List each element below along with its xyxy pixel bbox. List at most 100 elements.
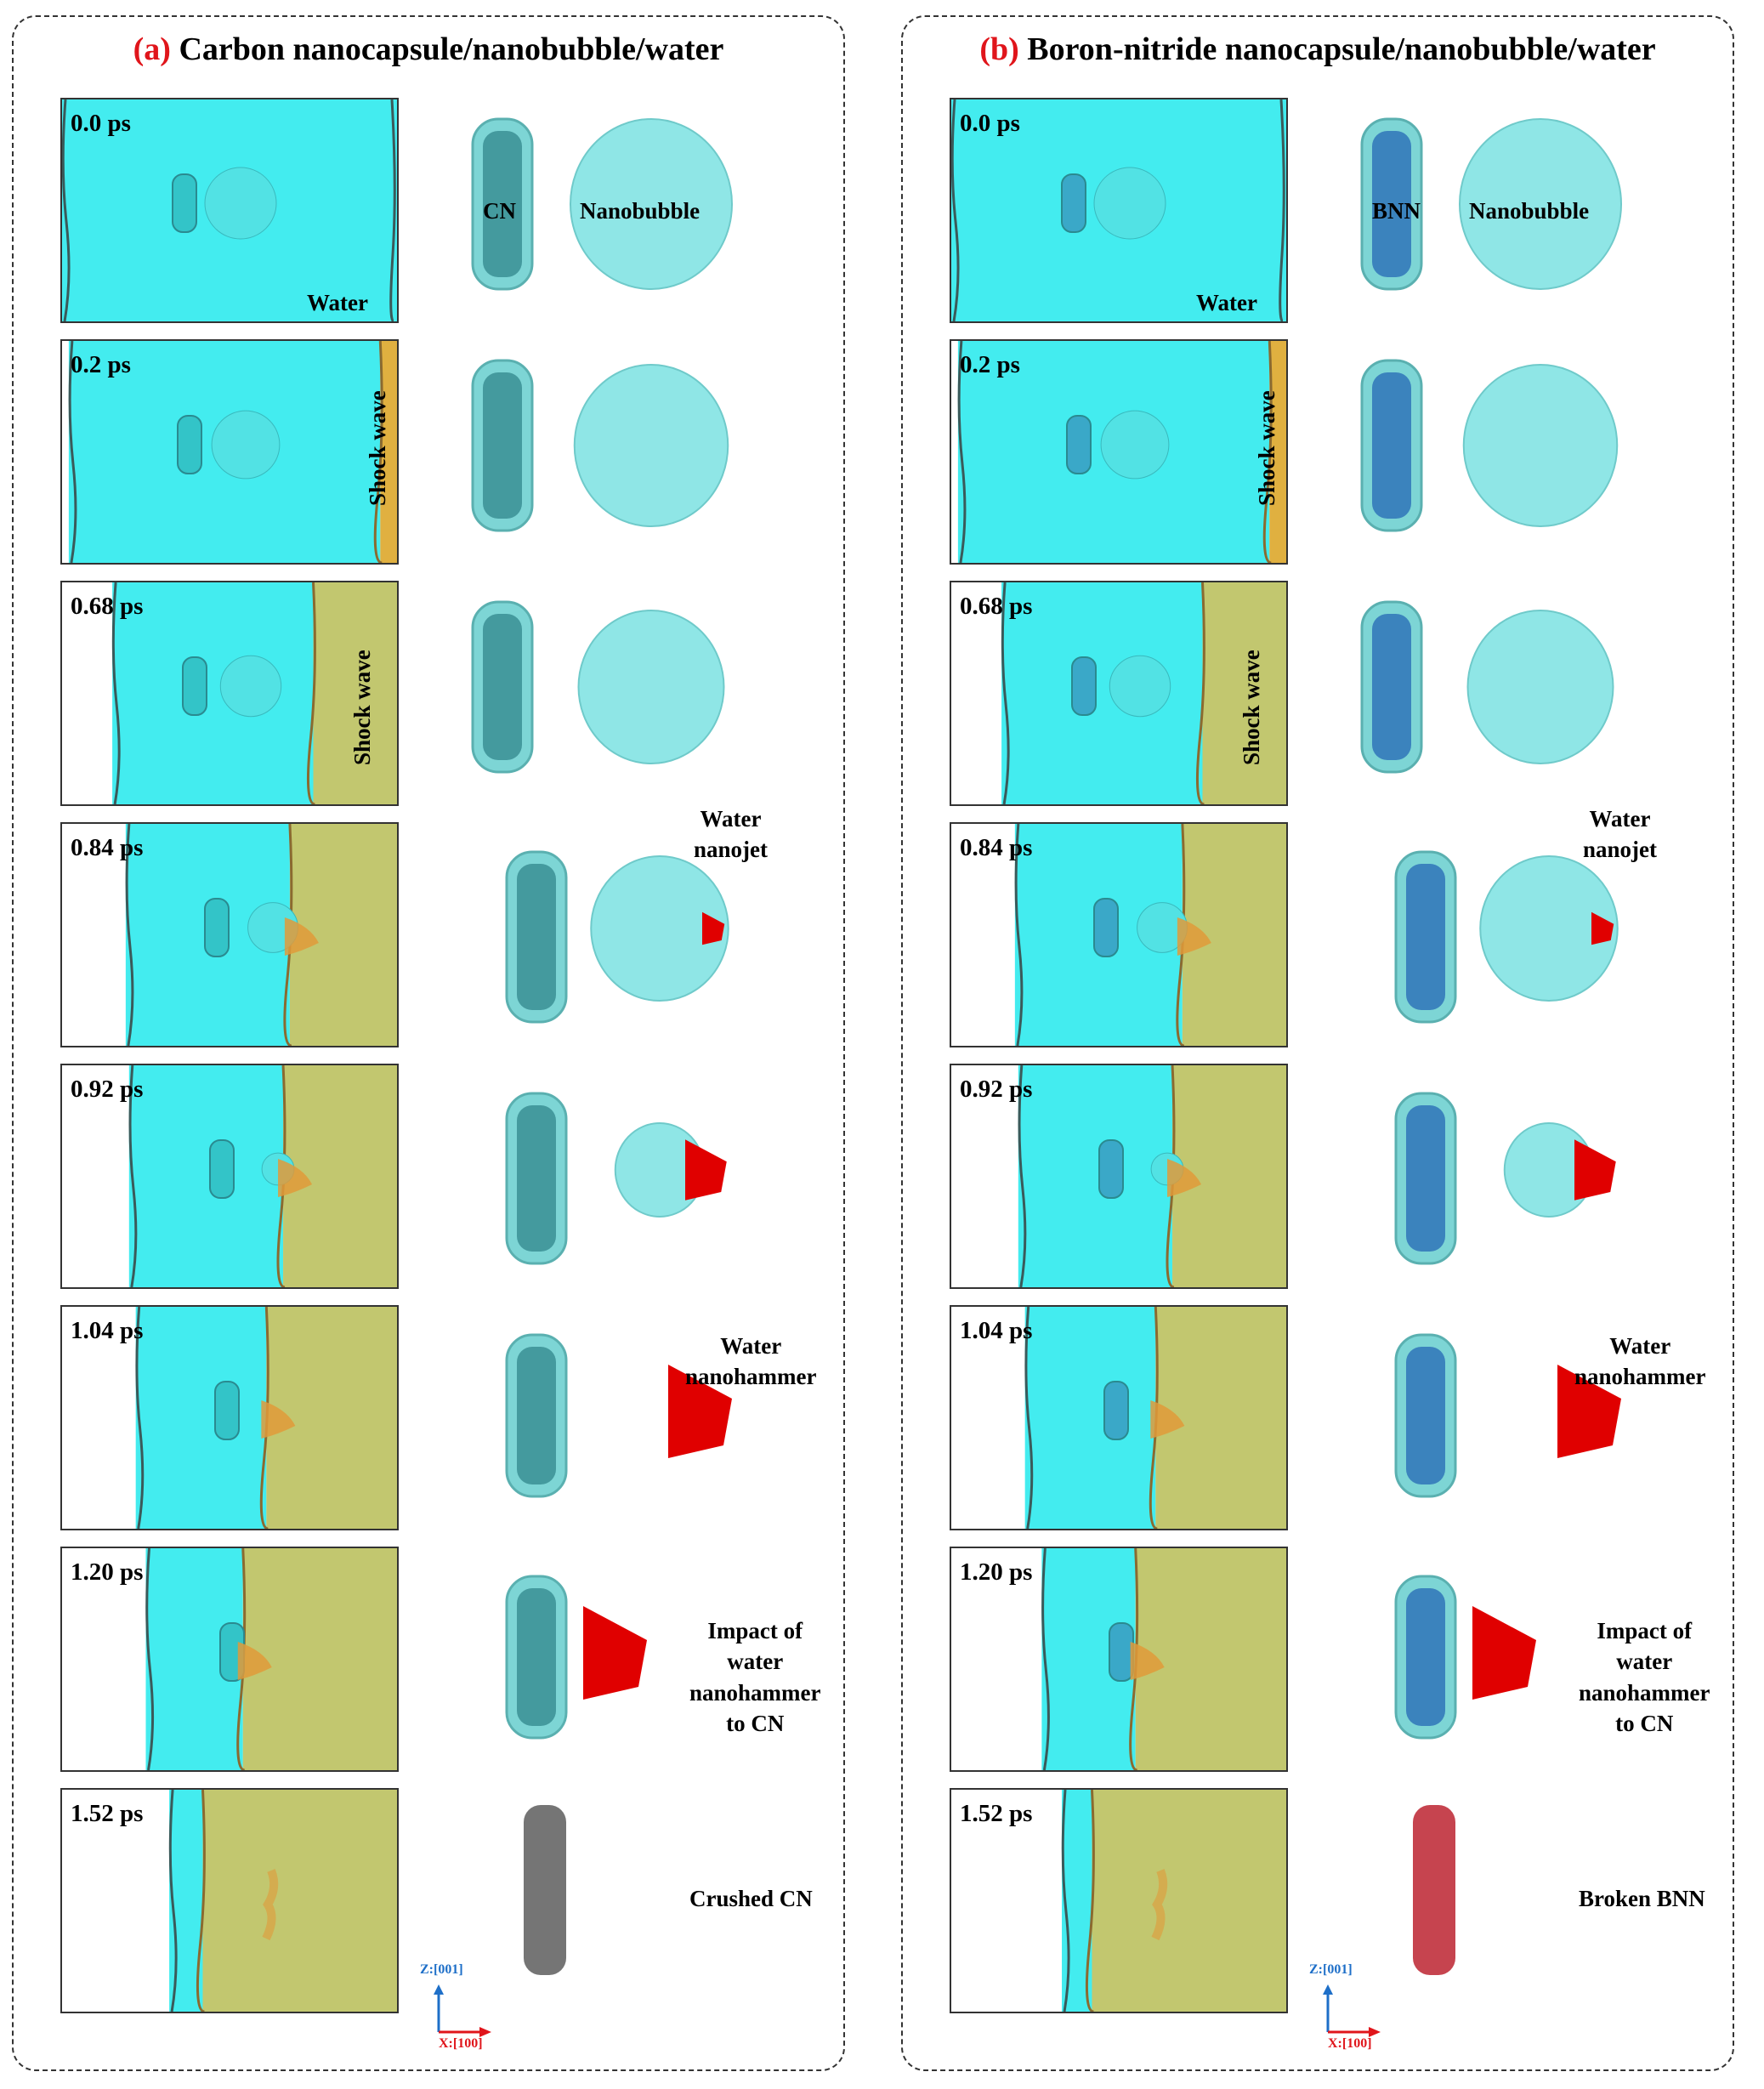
closeup-view (1360, 117, 1622, 291)
closeup-view (1413, 1805, 1455, 1975)
capsule-lattice (1372, 614, 1411, 760)
capsule-label: CN (483, 198, 516, 224)
closeup-view (471, 359, 729, 532)
capsule-lattice (517, 1347, 556, 1484)
nanocapsule (204, 898, 230, 957)
capsule-lattice (1406, 1105, 1445, 1252)
closeup-view (1394, 1575, 1536, 1740)
final-label: Crushed CN (689, 1886, 813, 1911)
shock-wave-label: Shock wave (349, 650, 375, 765)
water-left-edge (951, 99, 960, 321)
z-axis-arrow (434, 1984, 444, 1995)
closeup-view (471, 600, 725, 774)
water-right-edge (1279, 99, 1285, 321)
nanocapsule (177, 415, 202, 474)
snapshot-canvas (1001, 582, 1286, 804)
snapshot-canvas (957, 341, 1286, 563)
nanobubble (1093, 167, 1166, 240)
panel-title: (b) Boron-nitride nanocapsule/nanobubble… (903, 31, 1733, 68)
nanocapsule (1066, 415, 1092, 474)
closeup-view (1360, 359, 1619, 532)
water-left-edge (125, 824, 134, 1046)
final-label: Broken BNN (1579, 1886, 1705, 1911)
snapshot-frame: 0.92 ps (60, 1064, 399, 1289)
snapshot-canvas (128, 1065, 397, 1287)
water-left-edge (168, 1790, 178, 2012)
closeup-view (1394, 1092, 1616, 1265)
water-jet (1574, 1139, 1616, 1201)
snapshot-frame: 0.2 ps (950, 339, 1288, 565)
panel-title-text: Carbon nanocapsule/nanobubble/water (179, 31, 724, 67)
shock-region (242, 1548, 397, 1770)
shock-region (1269, 341, 1286, 563)
closeup-view (505, 1092, 727, 1265)
closeup-bubble (1479, 855, 1619, 1002)
time-label: 1.04 ps (71, 1317, 144, 1344)
snapshot-canvas (145, 1548, 397, 1770)
shock-front (1149, 1307, 1159, 1529)
time-label: 1.52 ps (71, 1800, 144, 1827)
time-label: 0.2 ps (71, 351, 131, 378)
capsule-lattice (1372, 372, 1411, 519)
closeup-view (505, 850, 729, 1024)
x-axis-arrow (1369, 2027, 1381, 2037)
closeup-view (524, 1805, 566, 1975)
jet-plume (237, 1642, 272, 1680)
water-region (1024, 1307, 1156, 1529)
shock-front (373, 341, 383, 563)
capsule-lattice (1372, 131, 1411, 277)
snapshot-canvas (62, 99, 397, 321)
panel-title: (a) Carbon nanocapsule/nanobubble/water (14, 31, 843, 68)
nanocapsule (1103, 1381, 1129, 1440)
water-left-edge (1041, 1548, 1050, 1770)
panel-carbon: (a) Carbon nanocapsule/nanobubble/water … (12, 15, 845, 2071)
time-label: 1.52 ps (960, 1800, 1033, 1827)
snapshot-frame: 0.92 ps (950, 1064, 1288, 1289)
shock-front (1085, 1790, 1095, 2012)
nanocapsule (1093, 898, 1119, 957)
nanobubble-label: Nanobubble (1469, 198, 1590, 224)
jet-plume (1150, 1400, 1185, 1439)
nanocapsule (209, 1139, 235, 1199)
nanocapsule (1071, 656, 1097, 716)
axes-indicator (1323, 1984, 1381, 2037)
water-left-edge (111, 582, 121, 804)
capsule-lattice (1406, 864, 1445, 1010)
snapshot-frame: 0.84 ps (950, 822, 1288, 1047)
nanobubble (204, 167, 277, 240)
snapshot-frame: 0.68 ps (950, 581, 1288, 806)
time-label: 1.20 ps (71, 1558, 144, 1586)
z-axis-label: Z:[001] (420, 1962, 463, 1977)
nanocapsule (1061, 173, 1086, 233)
snapshot-canvas (1018, 1065, 1286, 1287)
shock-wave-label: Shock wave (1254, 390, 1279, 506)
shock-front (306, 582, 316, 804)
shock-front (196, 1790, 206, 2012)
water-jet (668, 1365, 732, 1458)
time-label: 0.92 ps (71, 1076, 144, 1103)
snapshot-canvas (1041, 1548, 1286, 1770)
water-jet (1557, 1365, 1621, 1458)
x-axis-arrow (479, 2027, 491, 2037)
water-region (1018, 1065, 1173, 1287)
snapshot-frame: 1.20 ps (60, 1547, 399, 1772)
jet-plume (1177, 917, 1211, 956)
panel-title-text: Boron-nitride nanocapsule/nanobubble/wat… (1027, 31, 1656, 67)
snapshot-frame: 1.52 ps (950, 1788, 1288, 2013)
water-jet (583, 1606, 647, 1700)
axes-indicator (434, 1984, 491, 2037)
shock-front (259, 1307, 269, 1529)
shock-front (1129, 1548, 1139, 1770)
water-jet (1472, 1606, 1536, 1700)
broken-capsule (1413, 1805, 1455, 1975)
shock-wave-label: Shock wave (1239, 650, 1264, 765)
time-label: 0.68 ps (71, 593, 144, 620)
nanocapsule (214, 1381, 240, 1440)
shock-region (313, 582, 397, 804)
shock-region (202, 1790, 397, 2012)
snapshot-frame: 0.0 ps (60, 98, 399, 323)
crushed-capsule (262, 1869, 279, 1941)
snapshot-canvas (168, 1790, 397, 2012)
nanobubble (1100, 410, 1170, 480)
